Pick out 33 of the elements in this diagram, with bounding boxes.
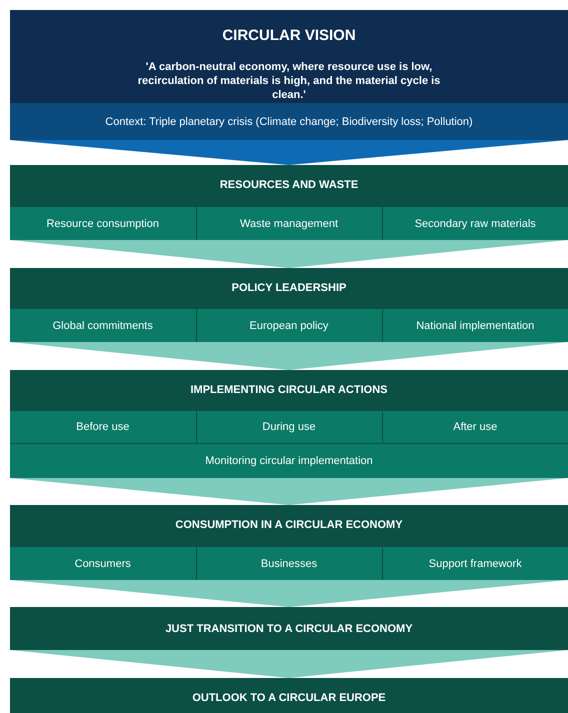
context-band: Context: Triple planetary crisis (Climate change; Biodiversity loss; Pollution): [10, 103, 568, 140]
section-band: JUST TRANSITION TO A CIRCULAR ECONOMY: [10, 607, 568, 650]
chevron-arrow: [10, 650, 568, 678]
topic-cell: Resource consumption: [10, 207, 196, 240]
section-heading: IMPLEMENTING CIRCULAR ACTIONS: [190, 384, 388, 396]
topic-cell: European policy: [196, 309, 382, 342]
topic-cell: Secondary raw materials: [382, 207, 568, 240]
topic-cell: Waste management: [196, 207, 382, 240]
topic-cell: Before use: [10, 411, 196, 443]
vision-panel: [10, 10, 568, 140]
section-heading: POLICY LEADERSHIP: [230, 282, 348, 294]
topic-cell: After use: [382, 411, 568, 443]
topic-cell: Support framework: [382, 547, 568, 580]
vision-title: CIRCULAR VISION: [221, 27, 357, 44]
chevron-arrow: [10, 140, 568, 165]
topic-cell: Monitoring circular implementation: [10, 444, 568, 478]
chevron-arrow: [10, 580, 568, 607]
topic-cell: During use: [196, 411, 382, 443]
topic-cell: Businesses: [196, 547, 382, 580]
chevron-arrow: [10, 342, 568, 370]
section-band: OUTLOOK TO A CIRCULAR EUROPE: [10, 678, 568, 713]
chevron-arrow: [10, 240, 568, 268]
section-heading: CONSUMPTION IN A CIRCULAR ECONOMY: [174, 519, 404, 531]
section-band: [10, 165, 568, 240]
chevron-arrow: [10, 478, 568, 505]
vision-quote: 'A carbon-neutral economy, where resource use is low, recirculation of materials is high, and the material cycle is clean.': [136, 60, 442, 102]
topic-cell: National implementation: [382, 309, 568, 342]
topic-cell: Consumers: [10, 547, 196, 580]
section-heading: RESOURCES AND WASTE: [218, 179, 360, 191]
section-band: [10, 505, 568, 580]
section-band: [10, 268, 568, 342]
topic-cell: Global commitments: [10, 309, 196, 342]
section-band: [10, 370, 568, 478]
